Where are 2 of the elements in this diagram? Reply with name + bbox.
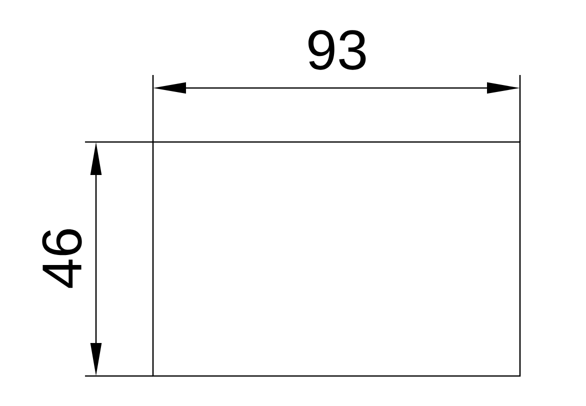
dimension-label: 93 bbox=[308, 30, 366, 70]
dimension-label: 46 bbox=[42, 229, 82, 288]
